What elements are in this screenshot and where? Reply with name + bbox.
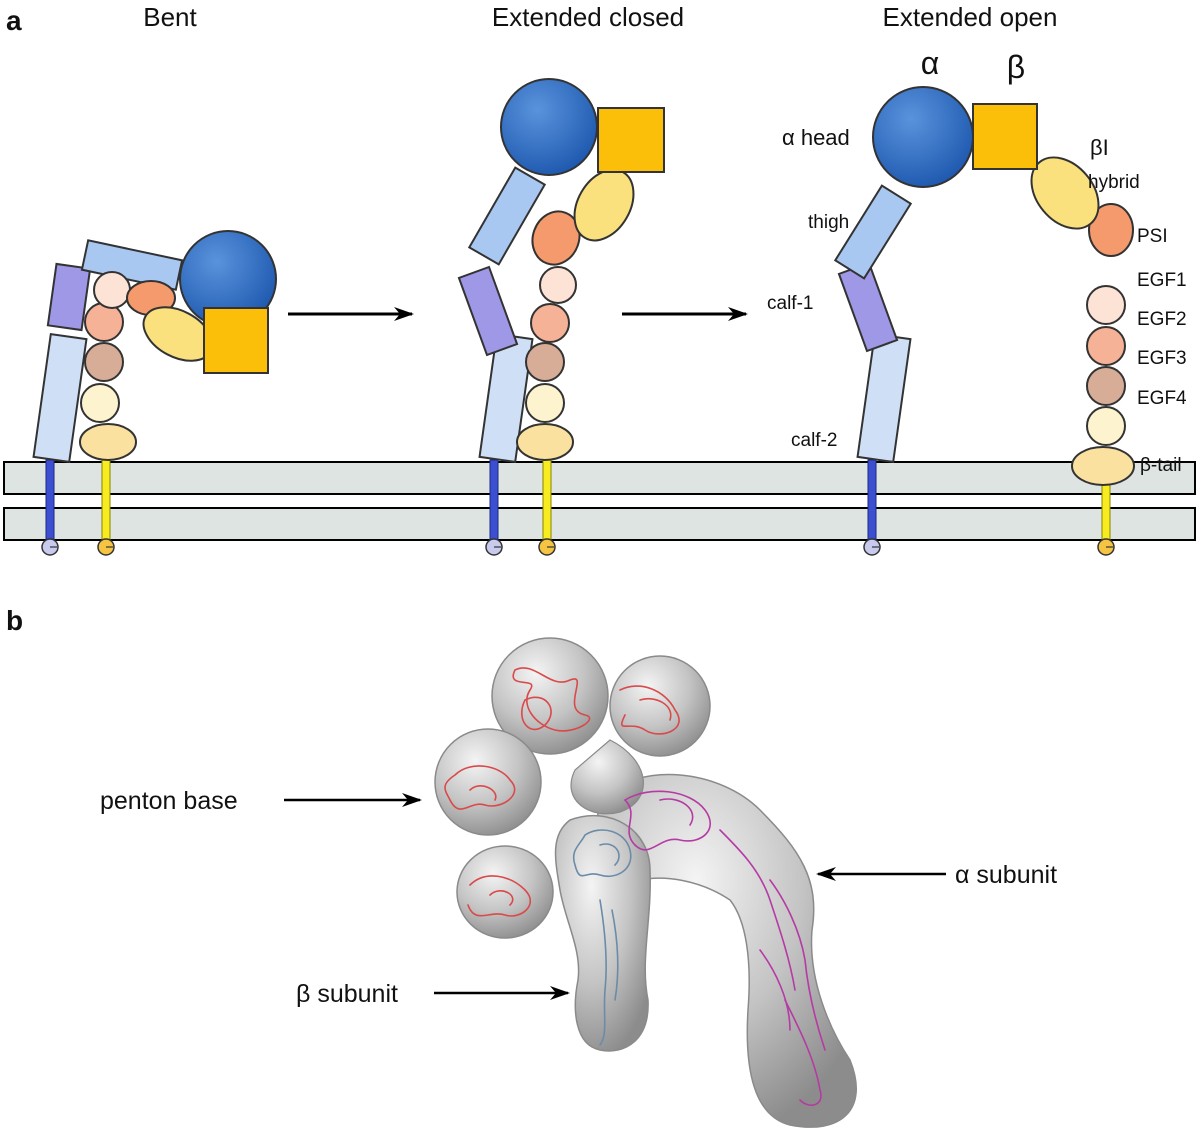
psi-domain [531, 210, 581, 266]
alpha-head-domain [500, 78, 598, 176]
egf3-domain [1086, 366, 1126, 406]
panel-a-letter: a [6, 5, 22, 36]
alpha-transmembrane [867, 459, 877, 543]
panel-b-letter: b [6, 605, 23, 636]
alpha-head-domain [872, 86, 974, 188]
beta-i-domain [597, 107, 665, 173]
membrane-outer-leaflet [3, 461, 1196, 495]
calf-1-domain [457, 265, 519, 357]
cryo-em-density-map [434, 637, 857, 1128]
beta-subunit-ribbons [572, 829, 632, 1046]
beta-transmembrane [542, 459, 552, 543]
egf2-domain [1086, 326, 1126, 366]
penton-lobe-top-right [609, 655, 711, 757]
integrin-extended-open [833, 86, 1135, 556]
egf3-domain [525, 342, 565, 382]
label-egf4: EGF4 [1137, 388, 1187, 409]
alpha-subunit-density [596, 773, 857, 1128]
membrane [3, 461, 1196, 541]
label-egf1: EGF1 [1137, 270, 1187, 291]
beta-subunit-density [554, 814, 651, 1052]
beta-i-domain [972, 103, 1038, 170]
thigh-domain [833, 184, 913, 280]
penton-base-ribbons [444, 667, 680, 917]
state-title-extended-open: Extended open [883, 2, 1058, 32]
label-alpha-subunit: α subunit [955, 861, 1057, 889]
beta-i-domain [203, 307, 269, 374]
integrin-extended-closed [457, 78, 665, 556]
hybrid-domain [1030, 156, 1100, 230]
beta-tail-domain [1071, 446, 1135, 486]
label-calf-1: calf-1 [767, 293, 813, 314]
alpha-subunit-ribbons [623, 790, 826, 1106]
egf4-domain [525, 383, 565, 423]
alpha-transmembrane [45, 459, 55, 543]
alpha-transmembrane [489, 459, 499, 543]
egf3-domain [84, 342, 124, 382]
egf1-domain [539, 266, 577, 304]
egf2-domain [84, 302, 124, 342]
beta-tail-domain [516, 423, 574, 461]
label-beta-subunit: β subunit [296, 980, 398, 1008]
label-beta-tail: β-tail [1140, 455, 1182, 476]
density-connector [570, 739, 644, 815]
calf-2-domain [32, 332, 88, 464]
beta-tail-domain [79, 423, 137, 461]
state-title-extended-closed: Extended closed [492, 2, 684, 32]
egf4-domain [80, 383, 120, 423]
calf-2-domain [856, 332, 912, 464]
egf1-domain [93, 271, 131, 309]
calf-1-domain [46, 262, 92, 332]
egf2-domain [530, 303, 570, 343]
calf-1-domain [837, 261, 899, 353]
label-egf2: EGF2 [1137, 309, 1187, 330]
egf4-domain [1086, 406, 1126, 446]
label-beta-i: βI [1090, 135, 1109, 160]
beta-subunit-letter: β [1007, 49, 1025, 85]
ribbon-traces [444, 667, 826, 1106]
label-thigh: thigh [808, 212, 849, 233]
label-hybrid: hybrid [1088, 172, 1140, 193]
thigh-domain [80, 239, 184, 291]
state-title-bent: Bent [143, 2, 197, 32]
thigh-domain [467, 166, 547, 266]
penton-lobe-left [434, 728, 542, 836]
label-penton-base: penton base [100, 787, 238, 815]
label-egf3: EGF3 [1137, 348, 1187, 369]
label-alpha-head: α head [782, 125, 850, 150]
psi-domain [1088, 203, 1134, 257]
integrin-bent [32, 230, 277, 556]
egf1-domain [1086, 285, 1126, 325]
membrane-inner-leaflet [3, 507, 1196, 541]
alpha-subunit-letter: α [921, 45, 940, 81]
label-calf-2: calf-2 [791, 430, 837, 451]
beta-transmembrane [101, 459, 111, 543]
label-psi: PSI [1137, 226, 1168, 247]
penton-lobe-top [491, 637, 609, 755]
